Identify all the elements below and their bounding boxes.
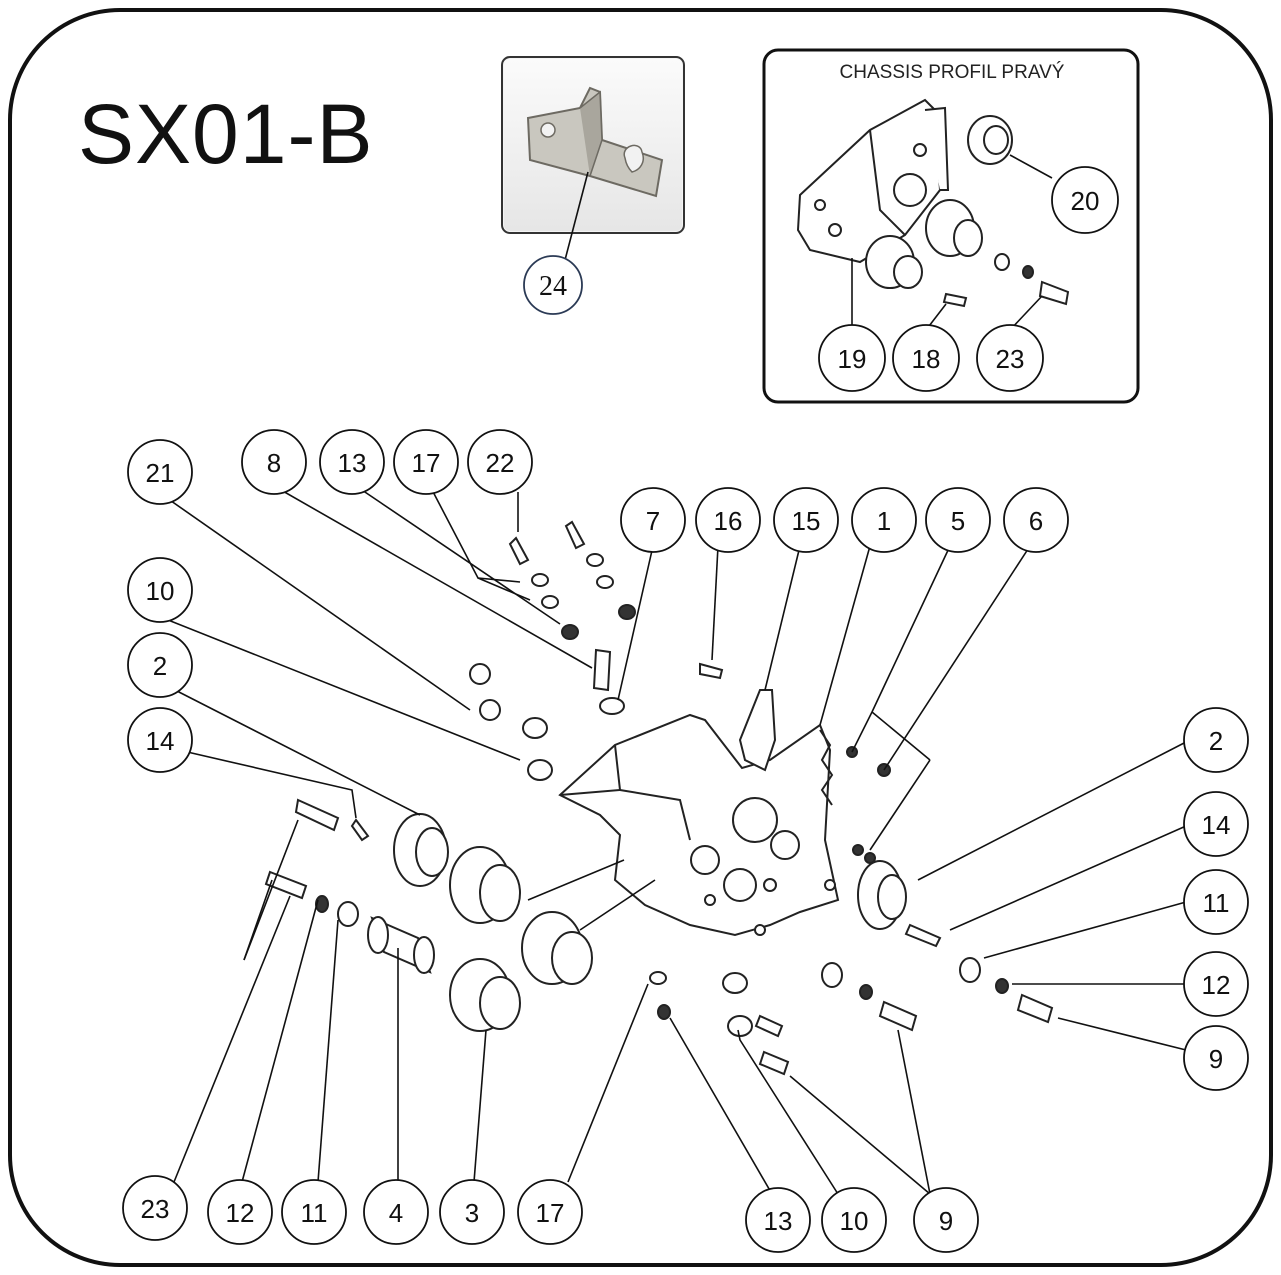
callout-23-bottom [122, 1175, 188, 1241]
callout-14-right-label: 14 [1202, 810, 1231, 840]
callout-13-bottom-label: 13 [764, 1206, 793, 1236]
callout-12-bottom-label: 12 [226, 1198, 255, 1228]
callout-labels: 24 20 19 18 23 21 8 13 17 22 7 16 15 1 5… [141, 186, 1231, 1236]
callout-3-label: 3 [465, 1198, 479, 1228]
bracket-photo-inset [501, 56, 685, 234]
callout-20-label: 20 [1071, 186, 1100, 216]
flange-2-right [857, 860, 907, 930]
chassis-plate-1 [558, 713, 840, 937]
callout-2-left-label: 2 [153, 651, 167, 681]
inset-hardware [942, 253, 1070, 308]
leader-lines [157, 171, 1187, 1195]
callout-22 [467, 429, 533, 495]
diagram-frame [8, 8, 1273, 1267]
callout-12-bottom [207, 1179, 273, 1245]
callout-11-bottom [281, 1179, 347, 1245]
inset-roller-19 [865, 235, 923, 289]
callout-19 [818, 324, 886, 392]
callout-12-right [1183, 951, 1249, 1017]
callout-10-left [127, 557, 193, 623]
callout-6-label: 6 [1029, 506, 1043, 536]
roller-middle [521, 911, 593, 985]
callout-13-top-label: 13 [338, 448, 367, 478]
callout-2-left [127, 632, 193, 698]
top-hardware [469, 520, 891, 864]
callout-10-bottom-label: 10 [840, 1206, 869, 1236]
callout-12-right-label: 12 [1202, 970, 1231, 1000]
callout-2-right [1183, 707, 1249, 773]
callout-2-right-label: 2 [1209, 726, 1223, 756]
callout-24-label: 24 [539, 271, 567, 302]
callout-14-left-label: 14 [146, 726, 175, 756]
model-title: SX01-B [78, 87, 374, 181]
right-hardware [821, 923, 1054, 1032]
callout-15-label: 15 [792, 506, 821, 536]
bracket-15 [738, 689, 777, 772]
callout-23-inset-label: 23 [996, 344, 1025, 374]
callout-17-top [393, 429, 459, 495]
callout-11-right-label: 11 [1203, 888, 1230, 918]
inset-roller-upper [925, 199, 983, 257]
callout-5 [925, 487, 991, 553]
main-assembly [264, 520, 1054, 1076]
spacer-4 [367, 916, 435, 974]
callout-8 [241, 429, 307, 495]
callout-20 [1051, 166, 1119, 234]
callout-24 [523, 255, 583, 315]
callout-22-label: 22 [486, 448, 515, 478]
callout-13-top [319, 429, 385, 495]
inset-title: CHASSIS PROFIL PRAVÝ [840, 62, 1065, 83]
callout-14-left [127, 707, 193, 773]
callout-18 [892, 324, 960, 392]
roller-3 [449, 958, 521, 1032]
callouts [122, 166, 1249, 1253]
callout-7 [620, 487, 686, 553]
callout-11-bottom-label: 11 [301, 1198, 328, 1228]
callout-17-bottom-label: 17 [536, 1198, 565, 1228]
roller-upper [449, 846, 521, 924]
callout-11-right [1183, 869, 1249, 935]
callout-5-label: 5 [951, 506, 965, 536]
callout-7-label: 7 [646, 506, 660, 536]
callout-10-bottom [821, 1187, 887, 1253]
inset-leaders [851, 154, 1053, 331]
chassis-profile-inset: CHASSIS PROFIL PRAVÝ [762, 48, 1140, 404]
flange-2-left [393, 813, 449, 887]
callout-21 [127, 439, 193, 505]
callout-8-label: 8 [267, 448, 281, 478]
callout-6 [1003, 487, 1069, 553]
callout-4-label: 4 [389, 1198, 403, 1228]
callout-19-label: 19 [838, 344, 867, 374]
callout-16-label: 16 [714, 506, 743, 536]
callout-9-bottom [913, 1187, 979, 1253]
callout-9-right-label: 9 [1209, 1044, 1223, 1074]
callout-17-top-label: 17 [412, 448, 441, 478]
callout-3 [439, 1179, 505, 1245]
callout-21-label: 21 [146, 458, 175, 488]
callout-17-bottom [517, 1179, 583, 1245]
inset-chassis-sketch [796, 98, 950, 264]
bolts-left [264, 798, 370, 927]
callout-10-left-label: 10 [146, 576, 175, 606]
callout-16 [695, 487, 761, 553]
callout-4 [363, 1179, 429, 1245]
inset-flange-20 [967, 115, 1013, 165]
callout-1 [851, 487, 917, 553]
callout-15 [773, 487, 839, 553]
callout-9-right [1183, 1025, 1249, 1091]
callout-23-bottom-label: 23 [141, 1194, 170, 1224]
callout-13-bottom [745, 1187, 811, 1253]
callout-1-label: 1 [877, 506, 891, 536]
lower-hardware [649, 971, 790, 1076]
callout-18-label: 18 [912, 344, 941, 374]
callout-14-right [1183, 791, 1249, 857]
callout-23-inset [976, 324, 1044, 392]
callout-9-bottom-label: 9 [939, 1206, 953, 1236]
